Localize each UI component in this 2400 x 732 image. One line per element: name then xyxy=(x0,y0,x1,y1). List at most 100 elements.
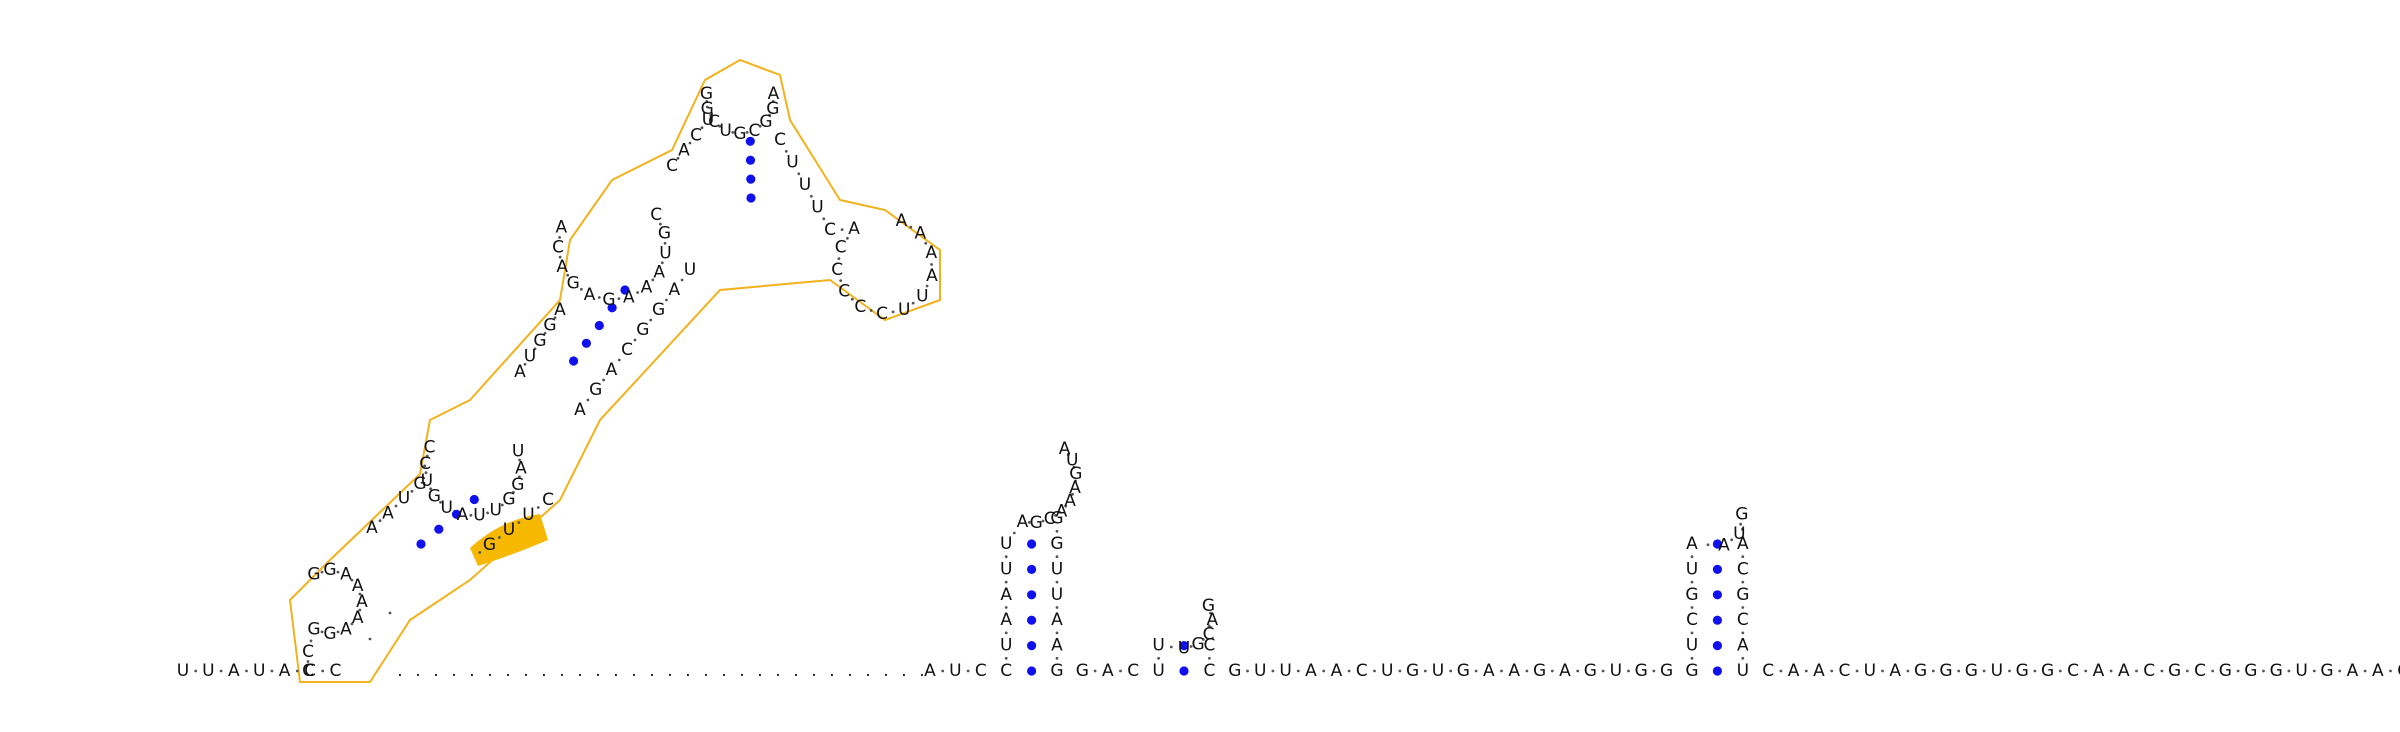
linker4-nt-2: A xyxy=(1813,661,1825,681)
domain1-nt-33: C xyxy=(552,237,564,257)
backbone-link xyxy=(930,263,933,266)
domain1-nt-9: G xyxy=(323,560,336,580)
backbone-link xyxy=(523,362,527,366)
hp1-pair-1 xyxy=(1027,641,1037,651)
unpaired-dot-23: . xyxy=(811,661,816,681)
linker4-nt-16: G xyxy=(2168,661,2181,681)
domain1-stem2-pair-4 xyxy=(620,285,630,295)
domain1-nt-82: C xyxy=(542,490,554,510)
backbone-link xyxy=(1004,580,1008,584)
hp3-nt-1: U xyxy=(1686,636,1698,656)
backbone-link xyxy=(688,141,692,145)
highlight-region-outlines xyxy=(288,58,941,683)
domain1-nt-80: G xyxy=(589,380,602,400)
hp1-nt-7: G xyxy=(1030,513,1043,533)
domain1-nt-21: U xyxy=(473,506,485,526)
linker4-nt-6: G xyxy=(1914,661,1927,681)
hp2-pair-1 xyxy=(1179,641,1189,651)
backbone-link xyxy=(617,358,621,362)
domain1-nt-3: G xyxy=(323,624,336,644)
backbone-link xyxy=(1423,669,1427,673)
backbone-link xyxy=(2008,669,2011,673)
backbone-link xyxy=(2160,669,2164,673)
domain1-nt-45: A xyxy=(678,141,690,161)
backbone-link xyxy=(518,458,521,462)
domain1-nt-55: G xyxy=(766,99,779,119)
backbone-link xyxy=(1012,531,1016,535)
domain1-nt-30: G xyxy=(543,316,556,336)
domain1-nt-69: U xyxy=(916,286,928,306)
domain1-nt-44: C xyxy=(666,156,678,176)
backbone-link xyxy=(771,100,775,103)
linker3-nt-17: G xyxy=(1660,661,1673,681)
backbone-link xyxy=(1004,631,1008,635)
backbone-link xyxy=(358,608,362,612)
backbone-link xyxy=(1055,606,1059,609)
backbone-link xyxy=(869,309,873,312)
hp3-nt-10: C xyxy=(1737,559,1749,579)
hp1-nt-13: U xyxy=(1066,451,1078,471)
linker3-nt-5: C xyxy=(1356,661,1368,681)
backbone-link xyxy=(2236,669,2240,673)
linker3-nt-3: A xyxy=(1305,661,1317,681)
unpaired-dot-10: . xyxy=(577,661,582,681)
backbone-link xyxy=(768,113,771,117)
backbone-link xyxy=(1855,669,1859,673)
backbone-link xyxy=(512,491,515,494)
leader-nt-4: A xyxy=(279,661,291,681)
domain1-nt-16: C xyxy=(419,454,431,474)
backbone-link xyxy=(597,296,601,299)
hp1-pair-0 xyxy=(1027,666,1037,676)
backbone-link xyxy=(602,378,605,382)
hp1-nt-8: C xyxy=(1044,509,1056,529)
backbone-link xyxy=(358,592,362,596)
hp1-nt-20: A xyxy=(1051,636,1063,656)
backbone-link xyxy=(941,669,945,673)
domain1-nt-61: C xyxy=(824,220,836,240)
linker1-nt-2: C xyxy=(975,661,987,681)
backbone-link xyxy=(1830,669,1834,673)
domain1-nt-25: A xyxy=(515,458,527,478)
domain1-nt-53: C xyxy=(748,121,760,141)
backbone-link xyxy=(1054,514,1057,517)
domain1-nt-13: U xyxy=(398,489,410,509)
hp2-nt-6: G xyxy=(1202,596,1215,616)
unpaired-dot-25: . xyxy=(847,661,852,681)
backbone-link xyxy=(1706,543,1710,547)
domain1-nt-23: G xyxy=(502,490,515,510)
backbone-link xyxy=(1741,656,1745,660)
hp3-pair-1 xyxy=(1712,641,1722,651)
domain1-nt-60: U xyxy=(811,198,823,218)
hp3-pair-3 xyxy=(1712,590,1722,600)
backbone-link xyxy=(378,519,382,523)
backbone-link xyxy=(2185,669,2189,673)
backbone-link xyxy=(846,236,849,240)
backbone-link xyxy=(424,471,428,475)
domain1-outline xyxy=(288,58,941,683)
domain1-nt-35: G xyxy=(567,274,580,294)
backbone-link xyxy=(1055,631,1059,635)
base-pair-layer xyxy=(416,136,1722,676)
domain1-nt-52: G xyxy=(733,124,746,144)
hp3-nt-9: A xyxy=(1737,534,1749,554)
backbone-link xyxy=(425,454,429,458)
backbone-link xyxy=(1004,555,1008,559)
backbone-link xyxy=(1055,656,1059,660)
backbone-link xyxy=(1246,669,1249,673)
backbone-link xyxy=(665,298,668,302)
hp3-nt-11: G xyxy=(1736,585,1749,605)
domain1-nt-77: G xyxy=(636,320,649,340)
leader-nt-1: U xyxy=(202,661,214,681)
hp2-nt-5: A xyxy=(1206,610,1218,630)
unpaired-dot-16: . xyxy=(685,661,690,681)
domain1-nt-0: C xyxy=(302,661,314,681)
unpaired-dot-5: . xyxy=(487,661,492,681)
domain1-nt-7: A xyxy=(352,576,364,596)
domain1-stem2-pair-2 xyxy=(594,320,604,331)
linker4-nt-22: G xyxy=(2320,661,2333,681)
domain1-nt-70: A xyxy=(926,266,938,286)
hp1-nt-3: A xyxy=(1000,585,1012,605)
linker3-nt-13: A xyxy=(1559,661,1571,681)
hp3-nt-14: U xyxy=(1737,661,1749,681)
domain1-nt-22: U xyxy=(489,500,501,520)
